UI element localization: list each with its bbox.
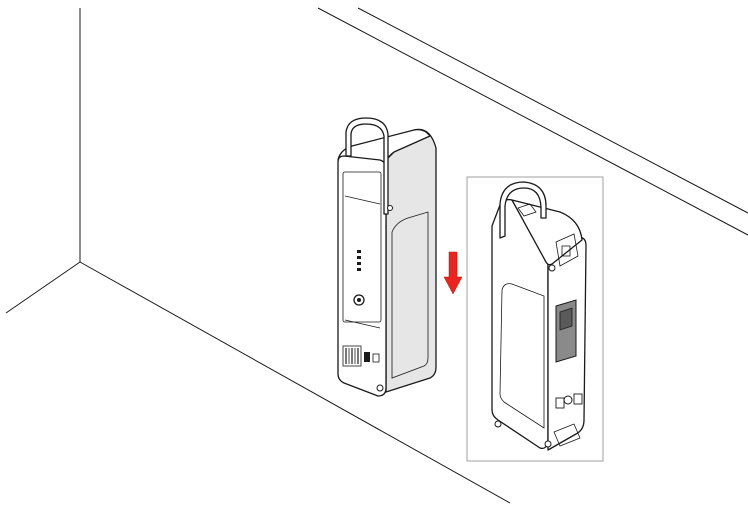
underside-handle bbox=[499, 181, 547, 239]
battery-pack-icon bbox=[337, 117, 437, 397]
underside-contact-slot bbox=[559, 307, 573, 331]
wall-top-line-1 bbox=[317, 7, 748, 236]
battery-front-face bbox=[337, 155, 387, 397]
battery-front-panel bbox=[342, 171, 382, 323]
battery-level-leds bbox=[357, 250, 361, 271]
wall-top-line-2 bbox=[357, 7, 748, 214]
panel-mark-bottom bbox=[344, 319, 381, 329]
underside-latch bbox=[517, 203, 537, 217]
down-arrow-icon bbox=[443, 251, 463, 295]
underside-end-cap bbox=[511, 199, 583, 266]
down-arrow-shape bbox=[443, 251, 463, 295]
floor-front-line bbox=[79, 261, 511, 504]
underside-mount-left bbox=[555, 397, 565, 409]
battery-underside-icon bbox=[491, 181, 587, 451]
battery-side-face bbox=[385, 128, 437, 393]
underside-mount-center bbox=[563, 395, 573, 405]
battery-label-area bbox=[342, 345, 380, 367]
battery-handle bbox=[345, 117, 389, 215]
battery-side-panel bbox=[391, 211, 429, 379]
panel-mark-top bbox=[344, 195, 381, 205]
underside-connector bbox=[555, 233, 579, 267]
underside-mount-right bbox=[573, 393, 583, 405]
floor-left-line bbox=[5, 261, 81, 314]
underside-hook bbox=[553, 423, 581, 447]
underside-contact-plate bbox=[555, 299, 577, 363]
room-wall-lines bbox=[5, 7, 748, 504]
underside-side-panel bbox=[499, 283, 545, 429]
